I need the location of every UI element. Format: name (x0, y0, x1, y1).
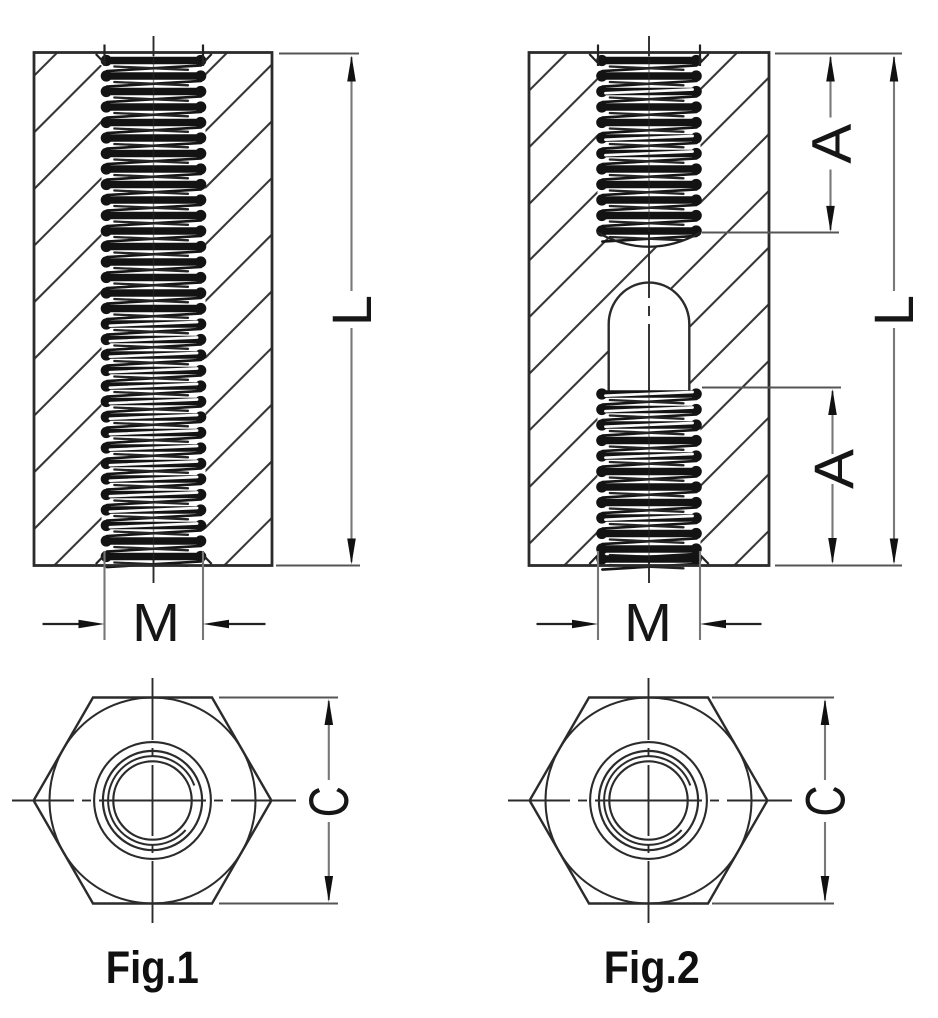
svg-text:C: C (793, 786, 856, 817)
svg-text:A: A (802, 448, 865, 489)
svg-text:M: M (624, 593, 672, 653)
svg-text:C: C (297, 786, 360, 817)
svg-text:Fig.2: Fig.2 (604, 942, 700, 993)
svg-text:Fig.1: Fig.1 (106, 942, 199, 993)
svg-text:A: A (799, 123, 862, 164)
svg-text:M: M (132, 593, 180, 653)
svg-text:L: L (320, 295, 383, 326)
svg-text:L: L (862, 295, 925, 326)
